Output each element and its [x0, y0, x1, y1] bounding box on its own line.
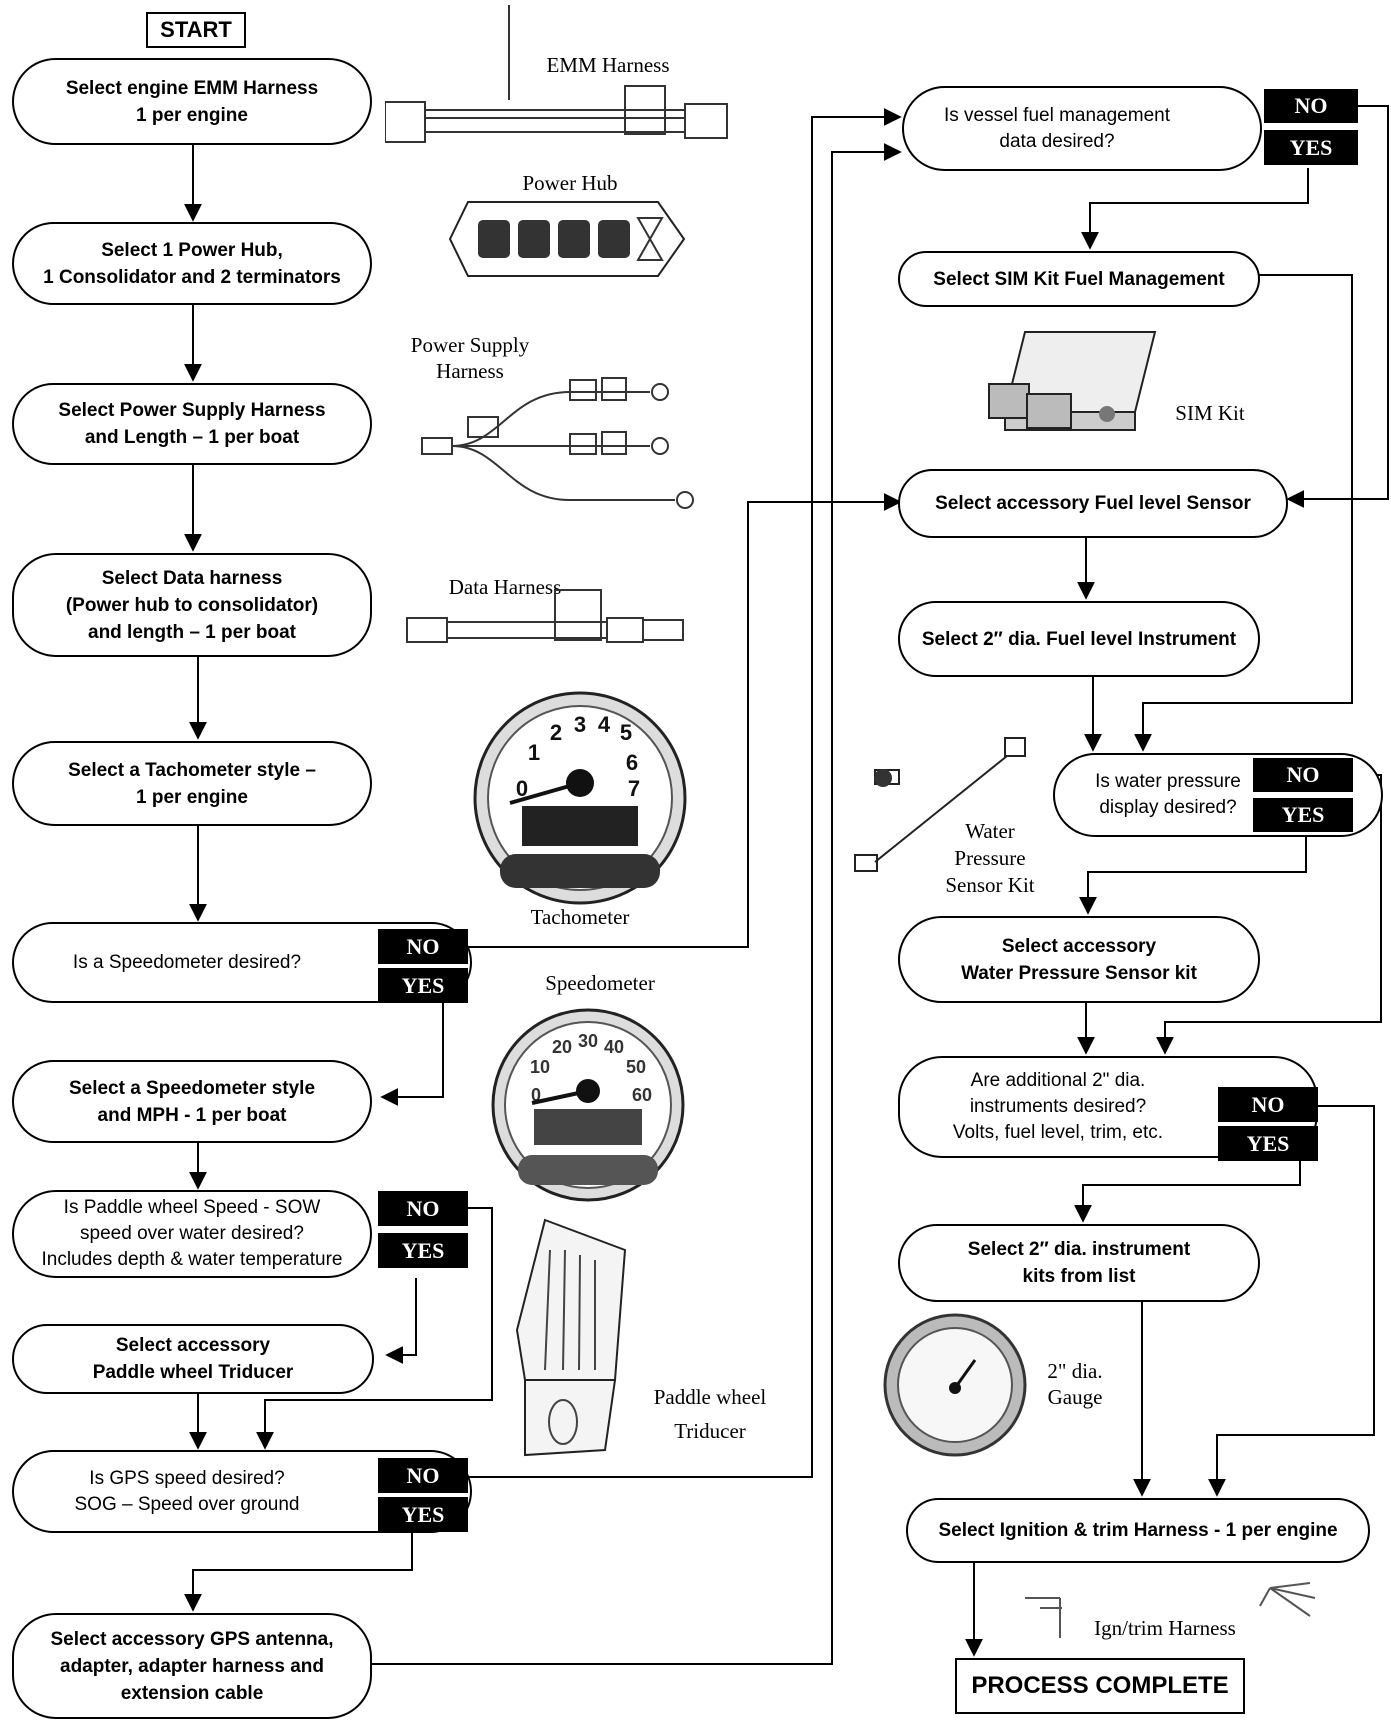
tach-label-3: 3: [574, 712, 586, 737]
paddle-wheel-triducer-image: [515, 1218, 627, 1457]
step-data-harness: Select Data harness(Power hub to consoli…: [12, 553, 372, 657]
waterpress-yes-label: YES: [1253, 798, 1353, 832]
start-box: START: [146, 12, 246, 48]
tachometer-caption: Tachometer: [530, 905, 630, 929]
power-hub-image: [448, 201, 686, 277]
arrow-addno-to-ign: [1208, 1105, 1375, 1497]
ign-trim-harness-image: [1025, 1582, 1316, 1638]
arrow-gps-to-fuelq: [372, 143, 902, 1665]
decision-additional-instruments: Are additional 2" dia.instruments desire…: [898, 1056, 1318, 1158]
speedometer-yes-label: YES: [378, 968, 468, 1003]
data-harness-caption: Data Harness: [448, 575, 562, 599]
speedo-label-5: 50: [626, 1057, 646, 1077]
arrow-speedyes-to-speedo: [380, 1003, 444, 1106]
tach-label-6: 6: [626, 750, 638, 775]
emm-harness-caption: EMM Harness: [546, 53, 670, 77]
water-pressure-kit-image: [854, 737, 1026, 872]
step-ignition-trim-harness: Select Ignition & trim Harness - 1 per e…: [906, 1498, 1370, 1563]
step-tachometer: Select a Tachometer style –1 per engine: [12, 741, 372, 826]
arrow-fuelno-to-fuelsensor: [1286, 105, 1389, 508]
fuel-no-label: NO: [1264, 89, 1358, 123]
step-sim-kit: Select SIM Kit Fuel Management: [898, 251, 1260, 307]
additional-no-label: NO: [1218, 1087, 1318, 1122]
step-fuel-level-instrument: Select 2″ dia. Fuel level Instrument: [898, 601, 1260, 677]
speedo-label-1: 10: [530, 1057, 550, 1077]
tach-label-7: 7: [628, 776, 640, 801]
speedo-label-4: 40: [604, 1037, 624, 1057]
arrow-addyes-to-kits: [1074, 1158, 1301, 1223]
additional-yes-label: YES: [1218, 1126, 1318, 1161]
emm-harness-image: [385, 5, 728, 143]
power-hub-caption: Power Hub: [522, 171, 618, 195]
sim-kit-image: [988, 331, 1157, 431]
gauge-caption: 2" dia.Gauge: [1047, 1359, 1103, 1409]
ign-trim-harness-caption: Ign/trim Harness: [1094, 1616, 1236, 1640]
arrow-sim-to-waterq: [1134, 274, 1353, 752]
arrow-speedno-to-fuelsensor: [468, 493, 902, 948]
speedo-label-2: 20: [552, 1037, 572, 1057]
waterpress-no-label: NO: [1253, 758, 1353, 792]
tach-label-1: 1: [528, 740, 540, 765]
arrow-fuelyes-to-sim: [1081, 168, 1309, 250]
arrow-wateryes-to-water: [1079, 837, 1307, 915]
step-power-hub: Select 1 Power Hub,1 Consolidator and 2 …: [12, 222, 372, 305]
speedometer-no-label: NO: [378, 929, 468, 964]
paddle-yes-label: YES: [378, 1233, 468, 1268]
tach-label-5: 5: [620, 720, 632, 745]
fuel-yes-label: YES: [1264, 130, 1358, 165]
gps-yes-label: YES: [378, 1497, 468, 1532]
data-harness-image: [406, 589, 684, 643]
arrow-gpsno-to-fuelq: [468, 108, 902, 1478]
gps-no-label: NO: [378, 1458, 468, 1493]
tach-label-4: 4: [598, 712, 611, 737]
process-complete-box: PROCESS COMPLETE: [955, 1658, 1245, 1714]
tach-label-2: 2: [550, 720, 562, 745]
tachometer-image: 0 1 2 3 4 5 6 7: [473, 691, 687, 905]
speedometer-caption: Speedometer: [545, 971, 655, 995]
sim-kit-caption: SIM Kit: [1175, 401, 1245, 425]
arrow-gpsyes-to-gps: [184, 1533, 413, 1612]
speedometer-image: 0 10 20 30 40 50 60: [491, 1008, 685, 1202]
tach-label-0: 0: [516, 776, 528, 801]
speedo-label-0: 0: [531, 1085, 541, 1105]
power-supply-harness-image: [421, 377, 694, 509]
gauge-image: [883, 1313, 1027, 1457]
speedo-label-6: 60: [632, 1085, 652, 1105]
arrow-paddleyes-to-paddle: [385, 1278, 417, 1364]
step-fuel-level-sensor: Select accessory Fuel level Sensor: [898, 469, 1288, 538]
speedo-label-3: 30: [578, 1031, 598, 1051]
step-gps-antenna: Select accessory GPS antenna,adapter, ad…: [12, 1613, 372, 1719]
paddle-no-label: NO: [378, 1191, 468, 1226]
arrow-paddleno-to-gpsq: [256, 1207, 493, 1450]
